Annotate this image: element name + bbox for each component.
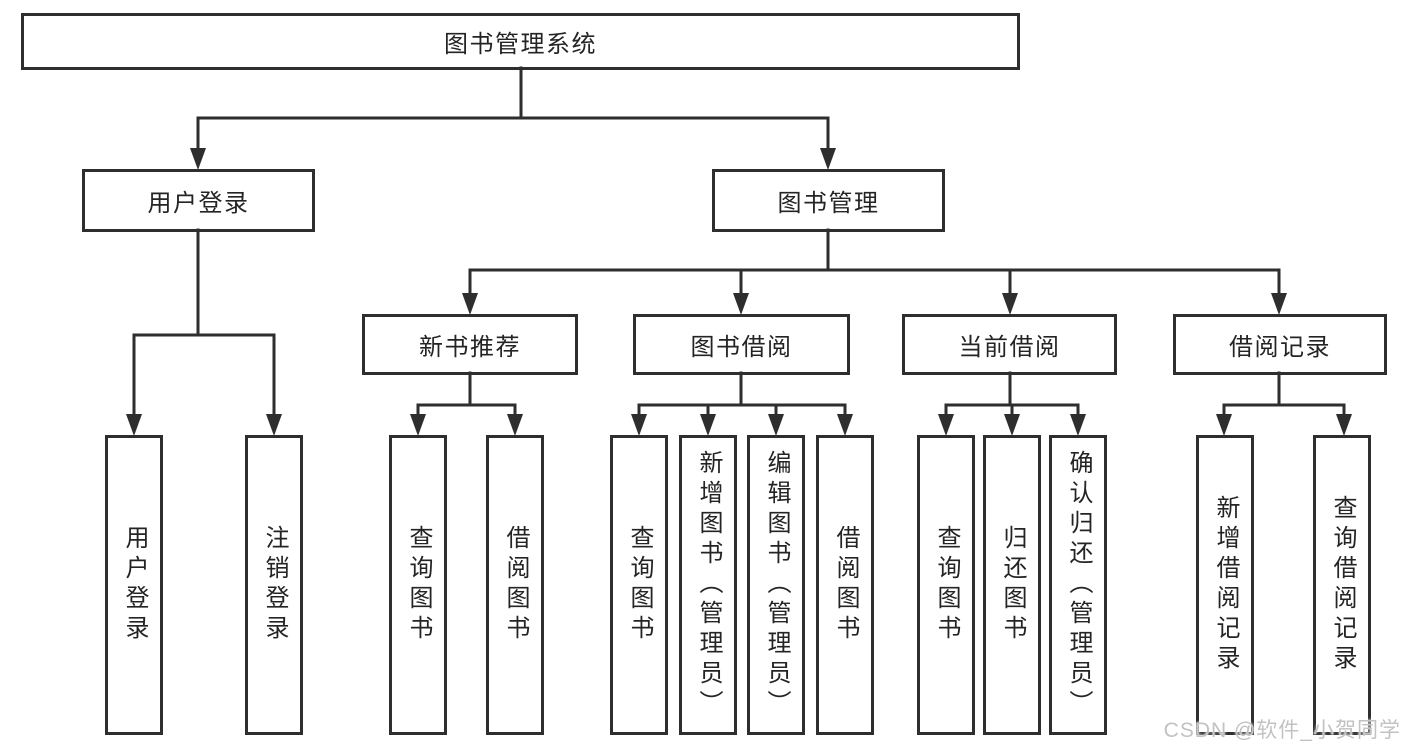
- arrow-down-icon: [700, 414, 716, 436]
- leaf-label: 编辑图书（管理员）: [763, 450, 790, 720]
- leaf-label: 查询借阅记录: [1329, 495, 1356, 675]
- leaf-label: 查询图书: [626, 525, 653, 645]
- arrow-down-icon: [1271, 293, 1287, 315]
- csdn-watermark: CSDN @软件_小贺同学: [1163, 719, 1401, 742]
- node-root: 图书管理系统: [21, 13, 1020, 70]
- arrow-down-icon: [410, 414, 426, 436]
- arrow-down-icon: [1070, 414, 1086, 436]
- leaf-edit-book-admin: 编辑图书（管理员）: [747, 435, 805, 735]
- arrow-down-icon: [190, 148, 206, 170]
- leaf-query-borrow-record: 查询借阅记录: [1313, 435, 1371, 735]
- leaf-label: 归还图书: [999, 525, 1026, 645]
- arrow-down-icon: [820, 148, 836, 170]
- arrow-down-icon: [507, 414, 523, 436]
- leaf-return-book: 归还图书: [983, 435, 1041, 735]
- leaf-label: 借阅图书: [832, 525, 859, 645]
- node-book-borrow: 图书借阅: [633, 314, 850, 375]
- arrow-down-icon: [1216, 414, 1232, 436]
- arrow-down-icon: [266, 414, 282, 436]
- leaf-borrow-book-recommend: 借阅图书: [486, 435, 544, 735]
- arrow-down-icon: [1002, 293, 1018, 315]
- leaf-label: 新增借阅记录: [1212, 495, 1239, 675]
- leaf-label: 查询图书: [405, 525, 432, 645]
- leaf-label: 查询图书: [933, 525, 960, 645]
- leaf-add-borrow-record: 新增借阅记录: [1196, 435, 1254, 735]
- arrow-down-icon: [837, 414, 853, 436]
- leaf-user-login: 用户登录: [105, 435, 163, 735]
- arrow-down-icon: [631, 414, 647, 436]
- leaf-add-book-admin: 新增图书（管理员）: [679, 435, 737, 735]
- arrow-down-icon: [1336, 414, 1352, 436]
- leaf-label: 注销登录: [261, 525, 288, 645]
- leaf-label: 确认归还（管理员）: [1065, 450, 1092, 720]
- leaf-query-book-recommend: 查询图书: [389, 435, 447, 735]
- leaf-query-book-borrow: 查询图书: [610, 435, 668, 735]
- node-user-login: 用户登录: [82, 169, 315, 232]
- leaf-label: 用户登录: [121, 525, 148, 645]
- leaf-logout: 注销登录: [245, 435, 303, 735]
- leaf-borrow-book: 借阅图书: [816, 435, 874, 735]
- leaf-label: 借阅图书: [502, 525, 529, 645]
- arrow-down-icon: [768, 414, 784, 436]
- arrow-down-icon: [1004, 414, 1020, 436]
- node-current-borrow: 当前借阅: [902, 314, 1117, 375]
- arrow-down-icon: [462, 293, 478, 315]
- node-book-management: 图书管理: [712, 169, 945, 232]
- node-new-book-recommend: 新书推荐: [362, 314, 578, 375]
- arrow-down-icon: [733, 293, 749, 315]
- node-borrow-records: 借阅记录: [1173, 314, 1387, 375]
- leaf-label: 新增图书（管理员）: [695, 450, 722, 720]
- arrow-down-icon: [938, 414, 954, 436]
- leaf-confirm-return-admin: 确认归还（管理员）: [1049, 435, 1107, 735]
- leaf-query-book-current: 查询图书: [917, 435, 975, 735]
- arrow-down-icon: [126, 414, 142, 436]
